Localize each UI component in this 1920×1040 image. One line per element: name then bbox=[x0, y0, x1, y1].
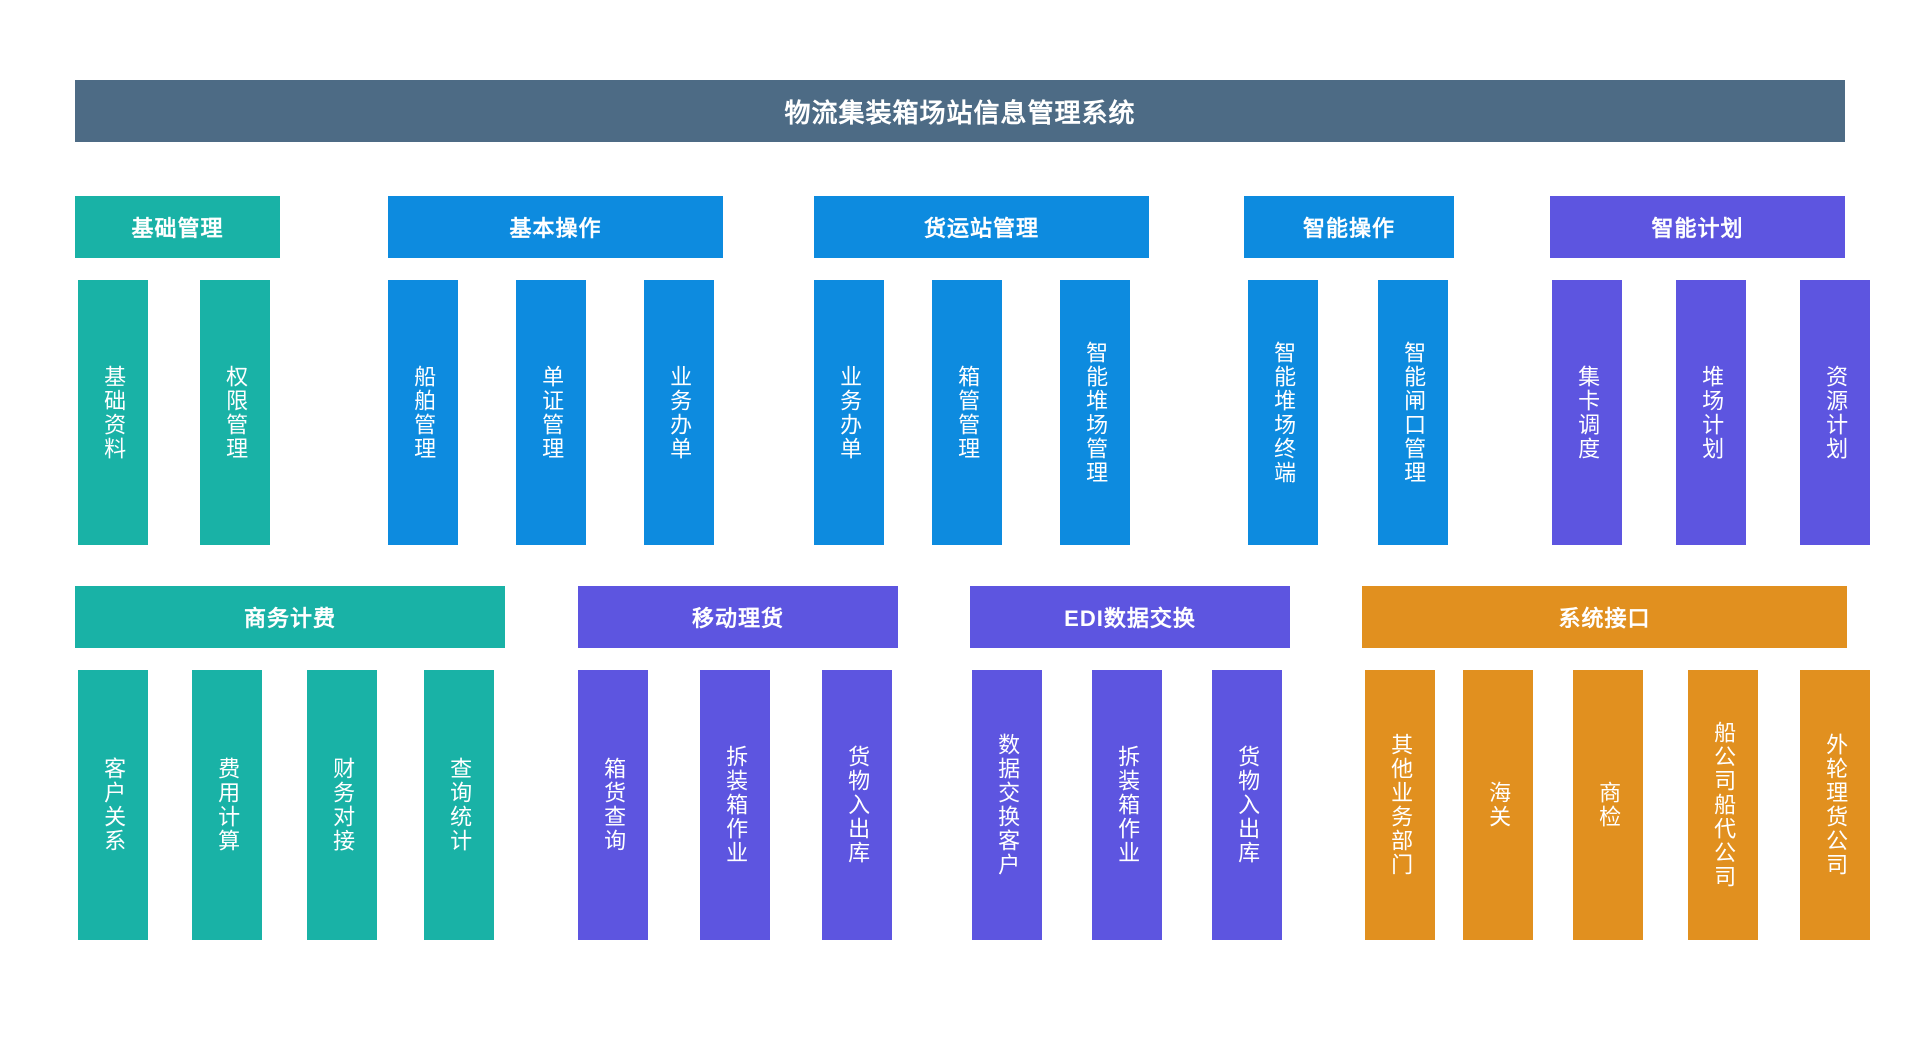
module-tile-货物入出库[interactable]: 货物入出库 bbox=[822, 670, 892, 940]
module-tile-label: 其他业务部门 bbox=[1388, 733, 1414, 877]
module-tile-数据交换客户[interactable]: 数据交换客户 bbox=[972, 670, 1042, 940]
module-tile-其他业务部门[interactable]: 其他业务部门 bbox=[1365, 670, 1435, 940]
module-tile-label: 客户关系 bbox=[101, 757, 127, 853]
module-tile-label: 智能堆场管理 bbox=[1083, 340, 1109, 485]
module-tile-label: 船舶管理 bbox=[411, 364, 437, 461]
module-tile-拆装箱作业[interactable]: 拆装箱作业 bbox=[700, 670, 770, 940]
module-tile-外轮理货公司[interactable]: 外轮理货公司 bbox=[1800, 670, 1870, 940]
module-tile-label: 箱货查询 bbox=[601, 757, 627, 853]
module-tile-堆场计划[interactable]: 堆场计划 bbox=[1676, 280, 1746, 545]
system-title-banner: 物流集装箱场站信息管理系统 bbox=[75, 80, 1845, 142]
module-tile-箱货查询[interactable]: 箱货查询 bbox=[578, 670, 648, 940]
module-tile-label: 费用计算 bbox=[215, 757, 241, 853]
group-header-系统接口[interactable]: 系统接口 bbox=[1362, 586, 1847, 648]
page-title: 物流集装箱场站信息管理系统 bbox=[784, 97, 1136, 128]
group-header-label: 移动理货 bbox=[691, 606, 784, 631]
module-tile-label: 查询统计 bbox=[447, 757, 473, 853]
module-tile-业务办单[interactable]: 业务办单 bbox=[644, 280, 714, 545]
module-tile-集卡调度[interactable]: 集卡调度 bbox=[1552, 280, 1622, 545]
module-tile-label: 单证管理 bbox=[539, 364, 565, 461]
module-tile-label: 智能闸口管理 bbox=[1401, 340, 1427, 485]
module-tile-拆装箱作业[interactable]: 拆装箱作业 bbox=[1092, 670, 1162, 940]
group-header-label: 货运站管理 bbox=[923, 216, 1039, 241]
module-tile-label: 海关 bbox=[1486, 781, 1512, 829]
module-tile-label: 商检 bbox=[1596, 781, 1622, 829]
module-tile-label: 财务对接 bbox=[330, 757, 356, 853]
group-header-EDI数据交换[interactable]: EDI数据交换 bbox=[970, 586, 1290, 648]
module-tile-label: 船公司船代公司 bbox=[1711, 721, 1737, 889]
module-tile-海关[interactable]: 海关 bbox=[1463, 670, 1533, 940]
module-tile-label: 资源计划 bbox=[1823, 364, 1849, 461]
module-tile-label: 拆装箱作业 bbox=[1115, 745, 1141, 865]
module-tile-查询统计[interactable]: 查询统计 bbox=[424, 670, 494, 940]
module-tile-资源计划[interactable]: 资源计划 bbox=[1800, 280, 1870, 545]
group-header-label: 系统接口 bbox=[1558, 606, 1651, 631]
module-tile-label: 基础资料 bbox=[101, 364, 127, 461]
module-tile-label: 集卡调度 bbox=[1575, 364, 1601, 461]
module-tile-业务办单[interactable]: 业务办单 bbox=[814, 280, 884, 545]
module-tile-权限管理[interactable]: 权限管理 bbox=[200, 280, 270, 545]
module-tile-label: 货物入出库 bbox=[1235, 745, 1261, 865]
module-tile-label: 业务办单 bbox=[667, 364, 693, 461]
module-tile-label: 拆装箱作业 bbox=[723, 745, 749, 865]
module-tile-船公司船代公司[interactable]: 船公司船代公司 bbox=[1688, 670, 1758, 940]
group-header-label: 基本操作 bbox=[509, 216, 602, 241]
module-tile-船舶管理[interactable]: 船舶管理 bbox=[388, 280, 458, 545]
group-header-货运站管理[interactable]: 货运站管理 bbox=[814, 196, 1149, 258]
group-header-商务计费[interactable]: 商务计费 bbox=[75, 586, 505, 648]
group-header-基本操作[interactable]: 基本操作 bbox=[388, 196, 723, 258]
group-header-label: 智能操作 bbox=[1302, 216, 1395, 241]
module-tile-label: 权限管理 bbox=[223, 364, 249, 461]
module-tile-财务对接[interactable]: 财务对接 bbox=[307, 670, 377, 940]
group-header-label: 智能计划 bbox=[1651, 216, 1744, 241]
module-tile-箱管管理[interactable]: 箱管管理 bbox=[932, 280, 1002, 545]
group-header-label: 商务计费 bbox=[243, 606, 336, 631]
module-tile-费用计算[interactable]: 费用计算 bbox=[192, 670, 262, 940]
module-tile-label: 箱管管理 bbox=[955, 364, 981, 461]
group-header-基础管理[interactable]: 基础管理 bbox=[75, 196, 280, 258]
module-tile-label: 外轮理货公司 bbox=[1823, 733, 1849, 877]
module-tile-label: 货物入出库 bbox=[845, 745, 871, 865]
module-tile-货物入出库[interactable]: 货物入出库 bbox=[1212, 670, 1282, 940]
module-tile-label: 堆场计划 bbox=[1699, 364, 1725, 461]
group-header-智能计划[interactable]: 智能计划 bbox=[1550, 196, 1845, 258]
module-tile-label: 智能堆场终端 bbox=[1271, 340, 1297, 485]
module-tile-label: 业务办单 bbox=[837, 364, 863, 461]
group-header-智能操作[interactable]: 智能操作 bbox=[1244, 196, 1454, 258]
module-tile-智能堆场管理[interactable]: 智能堆场管理 bbox=[1060, 280, 1130, 545]
module-tile-label: 数据交换客户 bbox=[995, 733, 1021, 877]
group-header-移动理货[interactable]: 移动理货 bbox=[578, 586, 898, 648]
module-tile-商检[interactable]: 商检 bbox=[1573, 670, 1643, 940]
module-tile-智能堆场终端[interactable]: 智能堆场终端 bbox=[1248, 280, 1318, 545]
group-header-label: EDI数据交换 bbox=[1064, 606, 1196, 631]
group-header-label: 基础管理 bbox=[131, 216, 224, 241]
module-tile-客户关系[interactable]: 客户关系 bbox=[78, 670, 148, 940]
module-tile-基础资料[interactable]: 基础资料 bbox=[78, 280, 148, 545]
module-tile-单证管理[interactable]: 单证管理 bbox=[516, 280, 586, 545]
module-tile-智能闸口管理[interactable]: 智能闸口管理 bbox=[1378, 280, 1448, 545]
